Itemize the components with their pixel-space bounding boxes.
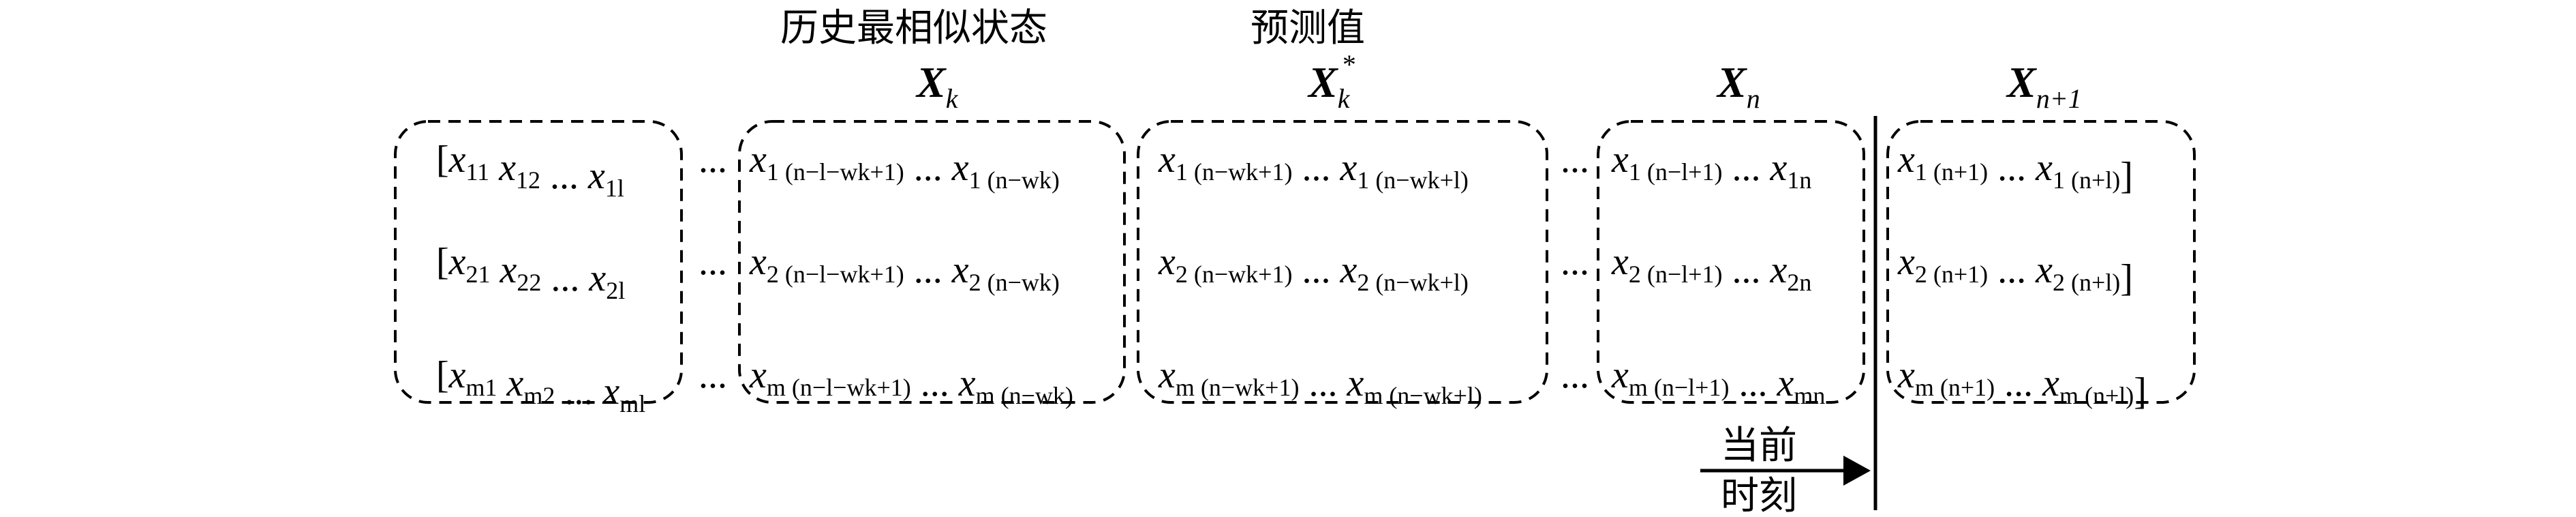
matrix-cell: x2 (n+1) ... x2 (n+l)] (1897, 241, 2133, 299)
matrix-cell: [xm1 xm2 ... xml (436, 354, 645, 417)
ellipsis-separator: ... (1561, 354, 1589, 396)
svg-text:Xn: Xn (1716, 58, 1760, 114)
ellipsis-separator: ... (699, 241, 727, 283)
current-time-arrow-head (1843, 456, 1871, 486)
matrix-cell: x2 (n−l−wk+1) ... x2 (n−wk) (749, 241, 1060, 296)
matrix-cell: xm (n−l+1) ... xmn (1611, 354, 1825, 409)
group-box-xn (1597, 120, 1865, 404)
matrix-cell: xm (n+1) ... xm (n+l)] (1897, 354, 2147, 413)
ellipsis-separator: ... (1561, 241, 1589, 283)
ellipsis-separator: ... (699, 138, 727, 181)
matrix-cell: xm (n−l−wk+1) ... xm (n−wk) (749, 354, 1073, 409)
matrix-cell: x1 (n−wk+1) ... x1 (n−wk+l) (1158, 138, 1469, 194)
matrix-cell: x2 (n−l+1) ... x2n (1611, 241, 1811, 296)
group-box-history-start (394, 120, 683, 404)
svg-text:Xk: Xk (915, 58, 959, 114)
group-box-xn1 (1886, 120, 2196, 404)
label-current-bottom: 时刻 (1721, 474, 1797, 517)
label-predicted: 预测值 (1251, 6, 1365, 50)
matrix-cell: x2 (n−wk+1) ... x2 (n−wk+l) (1158, 241, 1469, 296)
ellipsis-separator: ... (1561, 138, 1589, 181)
header-xn1: Xn+1 (2006, 58, 2082, 114)
matrix-cell: x1 (n−l−wk+1) ... x1 (n−wk) (749, 138, 1060, 194)
matrix-cell: xm (n−wk+1) ... xm (n−wk+l) (1158, 354, 1482, 409)
matrix-cell: [x21 x22 ... x2l (436, 241, 625, 304)
svg-text:Xn+1: Xn+1 (2006, 58, 2082, 114)
svg-text:*: * (1341, 49, 1355, 80)
group-box-xk-star (1137, 120, 1548, 404)
label-current-top: 当前 (1721, 424, 1797, 468)
matrix-cell: [x11 x12 ... x1l (436, 138, 624, 202)
svg-text:Xk: Xk (1307, 58, 1351, 114)
matrix-cell: x1 (n+1) ... x1 (n+l)] (1897, 138, 2133, 197)
label-historical: 历史最相似状态 (780, 6, 1047, 50)
matrix-rows: [x11 x12 ... x1l x1 (n−l−wk+1) ... x1 (n−… (436, 138, 2147, 417)
matrix-cell: x1 (n−l+1) ... x1n (1611, 138, 1811, 194)
ellipsis-separator: ... (699, 354, 727, 396)
group-box-xk (738, 120, 1126, 404)
header-xk: Xk (915, 58, 959, 114)
header-xk-star: Xk * (1307, 49, 1355, 114)
header-xn: Xn (1716, 58, 1760, 114)
